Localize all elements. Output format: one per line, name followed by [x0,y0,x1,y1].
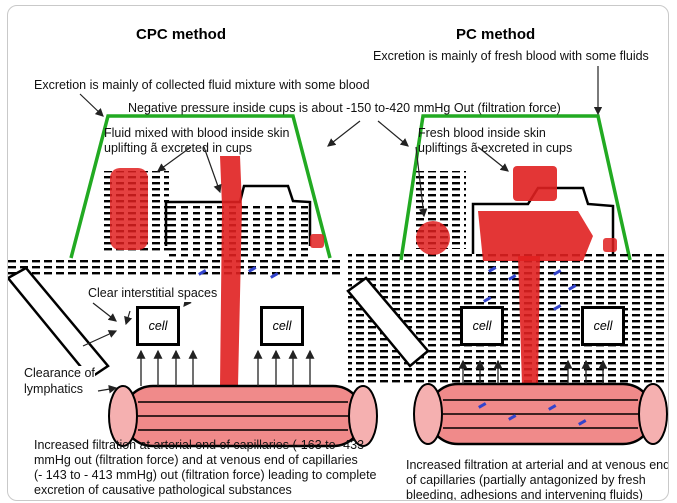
pc-skin-bulge [471,186,615,254]
pc-title: PC method [456,26,536,43]
cpc-bottom-line-2: mmHg out (filtration force) and at venou… [34,453,358,467]
negative-pressure-label: Negative pressure inside cups is about -… [128,101,561,115]
pc-bottom-line-2: of capillaries (partially antagonized by… [406,473,646,487]
pc-blood-column [518,256,540,386]
pc-cup [399,114,632,261]
diagram-frame: CPC method PC method Excretion is mainly… [7,5,669,501]
pc-blood-label-1: Fresh blood inside skin [418,126,546,140]
pc-blood-label-2: upliftings ã excreted in cups [418,141,573,155]
cpc-skin-layer [8,260,344,278]
cpc-lymph-label-2: lymphatics [24,382,84,398]
pressure-arrows [327,120,409,147]
cpc-leak-marks [198,266,279,279]
diagram-canvas [8,66,668,448]
pc-cell-left: cell [460,306,504,346]
pc-panel [346,66,668,446]
cpc-lymphatic [8,266,110,380]
cpc-excretion-label: Excretion is mainly of collected fluid m… [34,78,370,92]
pc-blood-drop-right [603,238,617,252]
pc-filtration-arrows [458,359,608,384]
pc-lymphatic [346,276,430,368]
cpc-fluid-label-1: Fluid mixed with blood inside skin [104,126,290,140]
cpc-cell-right: cell [260,306,304,346]
pc-blood-mass [478,211,593,261]
cpc-bottom-line-3: (- 143 to - 413 mmHg) out (filtration fo… [34,468,377,482]
cpc-blood-blob-left [110,168,148,250]
cpc-title: CPC method [136,26,226,43]
cpc-blood-column [220,156,242,386]
cpc-filtration-arrows [136,349,315,386]
pc-excretion-label: Excretion is mainly of fresh blood with … [373,49,649,63]
cpc-cell-left: cell [136,306,180,346]
cpc-bottom-line-1: Increased filtration at arterial end of … [34,438,365,452]
cpc-fluid-label-2: uplifting ã excreted in cups [104,141,253,155]
cpc-panel [8,93,378,448]
cpc-bottom-line-4: excretion of causative pathological subs… [34,483,292,497]
cpc-lymph-label-1: Clearance of [24,366,95,382]
cpc-skin-bulge [164,184,312,246]
pc-cell-right: cell [581,306,625,346]
pc-blood-drop-left [416,221,450,255]
cpc-blood-drop [310,234,324,248]
pc-bottom-line-1: Increased filtration at arterial and at … [406,458,669,472]
pc-leak-marks [483,266,577,311]
pc-bottom-line-3: bleeding, adhesions and intervening flui… [406,488,643,501]
cpc-cup [69,114,332,259]
pc-vessel-leak-marks [478,402,587,426]
cpc-interstitial-label: Clear interstitial spaces [88,286,218,302]
pc-blood-top [513,166,557,201]
